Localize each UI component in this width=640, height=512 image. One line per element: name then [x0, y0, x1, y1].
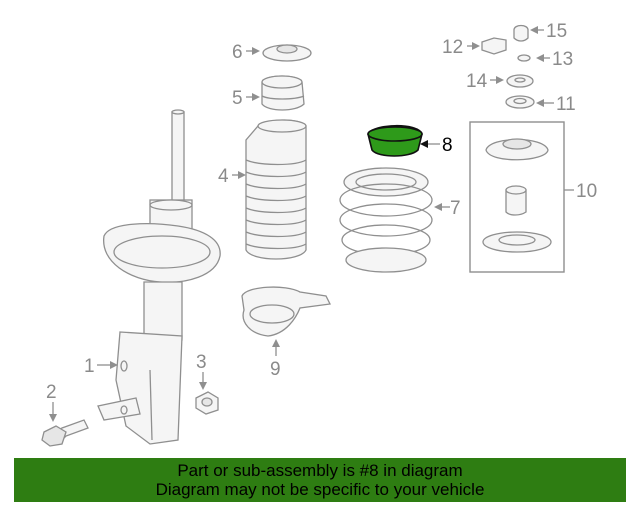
callout-11: 11 [556, 94, 576, 115]
banner-line-1: Part or sub-assembly is #8 in diagram [177, 461, 463, 480]
callout-6: 6 [232, 42, 243, 63]
banner-line-2: Diagram may not be specific to your vehi… [155, 480, 485, 499]
callout-3: 3 [196, 352, 207, 373]
parts-diagram: 1 2 3 4 5 6 7 8 9 10 11 12 13 14 15 [41, 21, 597, 447]
nut[interactable] [195, 391, 219, 415]
callout-14: 14 [466, 71, 488, 92]
nut-12[interactable] [481, 37, 507, 55]
bolt[interactable] [41, 419, 89, 447]
callout-9: 9 [270, 359, 281, 380]
callout-12: 12 [442, 37, 463, 58]
callout-2: 2 [46, 382, 57, 403]
cap[interactable] [262, 44, 312, 62]
strut-mount-kit[interactable] [469, 121, 565, 273]
info-banner: Part or sub-assembly is #8 in diagram Di… [14, 458, 626, 502]
callout-10: 10 [576, 181, 597, 202]
leader-lines [49, 26, 574, 422]
coil-spring[interactable] [339, 167, 433, 273]
callout-8: 8 [442, 135, 453, 156]
jounce-bumper[interactable] [261, 75, 305, 111]
cap-15[interactable] [513, 24, 529, 42]
callout-15: 15 [546, 21, 567, 42]
callout-7: 7 [450, 198, 461, 219]
dust-boot[interactable] [245, 119, 307, 260]
callout-4: 4 [218, 166, 229, 187]
callout-5: 5 [232, 88, 243, 109]
spring-upper-seat[interactable] [367, 124, 423, 157]
strut-assembly[interactable] [97, 109, 221, 445]
washer-11[interactable] [505, 95, 535, 109]
callout-labels: 1 2 3 4 5 6 7 8 9 10 11 12 13 14 15 [46, 21, 597, 403]
lower-spring-insulator[interactable] [241, 286, 331, 337]
callout-1: 1 [84, 356, 95, 377]
bearing-14[interactable] [506, 74, 534, 88]
callout-13: 13 [552, 49, 573, 70]
washer-13[interactable] [517, 54, 531, 62]
